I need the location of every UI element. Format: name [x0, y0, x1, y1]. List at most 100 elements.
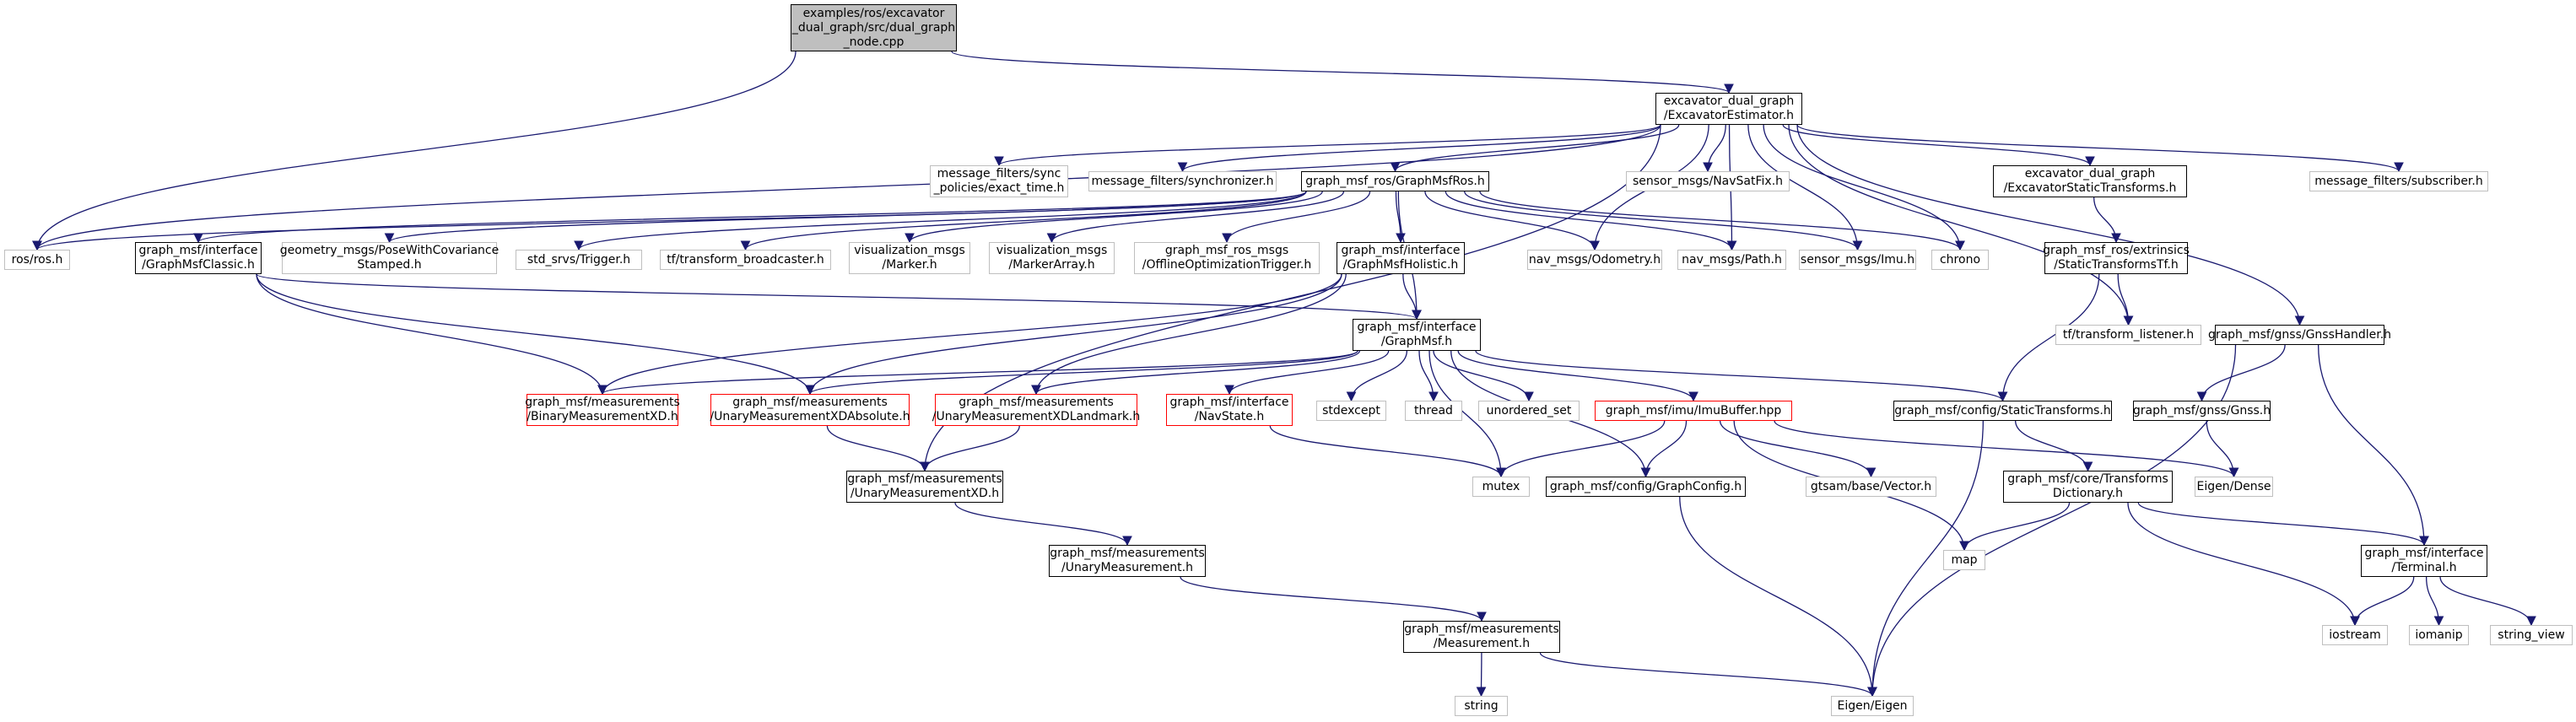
node-navstate-h[interactable]: graph_msf/interface /NavState.h — [1166, 394, 1293, 426]
edge-graph_msf-to-unordered_set — [1433, 350, 1534, 402]
edge-graph_msf-to-navstate — [1224, 350, 1390, 396]
node-graph-config-h[interactable]: graph_msf/config/GraphConfig.h — [1546, 477, 1746, 497]
edge-graph_msf_classic-to-binary_meas — [256, 273, 608, 396]
node-synchronizer-h: message_filters/synchronizer.h — [1088, 171, 1277, 191]
edge-graph_msf_holistic-to-binary_meas — [597, 273, 1342, 396]
node-gnss-h[interactable]: graph_msf/gnss/Gnss.h — [2133, 401, 2271, 421]
node-visualization-marker-h: visualization_msgs /Marker.h — [849, 242, 970, 274]
node-graph-msf-holistic-h[interactable]: graph_msf/interface /GraphMsfHolistic.h — [1337, 242, 1465, 274]
edge-graph_msf_ros-to-imu — [1464, 191, 1863, 251]
edge-graph_msf_ros-to-odometry — [1424, 191, 1600, 251]
edge-terminal-to-string_view — [2439, 576, 2536, 627]
edge-excavator_estimator-to-synchronizer — [1177, 124, 1661, 173]
node-static-transforms-tf-h[interactable]: graph_msf_ros/extrinsics /StaticTransfor… — [2043, 242, 2190, 274]
node-static-transforms-h[interactable]: graph_msf/config/StaticTransforms.h — [1893, 401, 2112, 421]
edge-terminal-to-iomanip — [2425, 576, 2444, 627]
node-trigger-h: std_srvs/Trigger.h — [516, 250, 642, 270]
edge-graph_msf-to-thread — [1418, 350, 1439, 402]
edge-unary_xd-to-unary_meas — [954, 502, 1132, 547]
edge-excavator_estimator-to-graph_msf_ros — [1390, 124, 1680, 173]
edge-imu_buffer-to-gtsam_vector — [1719, 420, 1877, 478]
edge-excavator_estimator-to-subscriber — [1796, 124, 2404, 173]
node-graph-msf-ros-h[interactable]: graph_msf_ros/GraphMsfRos.h — [1301, 171, 1489, 191]
edge-measurement-to-eigen_eigen — [1539, 652, 1877, 698]
node-graph-msf-h[interactable]: graph_msf/interface /GraphMsf.h — [1353, 319, 1481, 351]
edge-transforms_dict-to-map — [1959, 502, 2071, 552]
node-excavator-estimator-h[interactable]: excavator_dual_graph /ExcavatorEstimator… — [1655, 93, 1802, 125]
node-subscriber-h: message_filters/subscriber.h — [2309, 171, 2488, 191]
edge-graph_msf_ros-to-graph_msf_classic — [193, 191, 1307, 244]
edge-terminal-to-iostream — [2350, 576, 2415, 627]
node-measurement-h[interactable]: graph_msf/measurements /Measurement.h — [1403, 621, 1560, 653]
edge-graph_msf-to-imu_buffer — [1457, 350, 1698, 402]
edge-static_transforms_ex-to-static_transforms_tf — [2093, 197, 2121, 244]
node-odometry-h: nav_msgs/Odometry.h — [1527, 250, 1662, 270]
node-unary-measurement-xd-h[interactable]: graph_msf/measurements /UnaryMeasurement… — [846, 471, 1003, 503]
node-binary-measurement-xd-h[interactable]: graph_msf/measurements /BinaryMeasuremen… — [525, 394, 680, 426]
node-path-h: nav_msgs/Path.h — [1677, 250, 1786, 270]
node-iomanip: iomanip — [2409, 625, 2469, 645]
edge-graph_msf_ros-to-trigger — [574, 191, 1307, 251]
edge-graph_msf_holistic-to-unary_landmark — [1031, 273, 1347, 396]
edge-graph_msf_ros-to-marker — [905, 191, 1323, 244]
edge-navstate-to-mutex — [1269, 425, 1506, 478]
edge-excavator_estimator-to-ros_h — [32, 124, 1661, 251]
edge-graph_msf-to-static_transforms — [1475, 350, 2008, 402]
node-gnss-handler-h[interactable]: graph_msf/gnss/GnssHandler.h — [2208, 325, 2391, 345]
node-offline-optimization-trigger-h: graph_msf_ros_msgs /OfflineOptimizationT… — [1134, 242, 1320, 274]
edge-graph_msf_ros-to-chrono — [1479, 191, 1965, 251]
node-graph-msf-classic-h[interactable]: graph_msf/interface /GraphMsfClassic.h — [135, 242, 262, 274]
edge-imu_buffer-to-graph_config — [1640, 420, 1688, 478]
node-map: map — [1943, 550, 1985, 570]
edge-root-to-ros_h — [32, 51, 797, 251]
node-tf-transform-broadcaster-h: tf/transform_broadcaster.h — [660, 250, 831, 270]
edge-excavator_estimator-to-static_transforms_ex — [1782, 124, 2095, 167]
edge-static_transforms_tf-to-tf_listener — [2117, 273, 2134, 326]
edge-imu_buffer-to-mutex — [1496, 420, 1666, 478]
node-unary-measurement-xd-absolute-h[interactable]: graph_msf/measurements /UnaryMeasurement… — [710, 394, 910, 426]
node-navsatfix-h: sensor_msgs/NavSatFix.h — [1626, 171, 1790, 191]
edge-graph_msf_classic-to-unary_abs — [256, 273, 815, 396]
node-unordered-set: unordered_set — [1478, 401, 1580, 421]
node-terminal-h[interactable]: graph_msf/interface /Terminal.h — [2361, 545, 2487, 577]
edge-imu_buffer-to-eigen_dense — [1774, 420, 2239, 478]
edge-graph_msf_classic-to-graph_msf — [256, 273, 1422, 321]
edge-gnss-to-eigen_dense — [2206, 420, 2239, 478]
node-unary-measurement-xd-landmark-h[interactable]: graph_msf/measurements /UnaryMeasurement… — [932, 394, 1140, 426]
edge-static_transforms-to-eigen_eigen — [1867, 420, 1984, 698]
node-eigen-dense: Eigen/Dense — [2195, 477, 2273, 497]
node-unary-measurement-h[interactable]: graph_msf/measurements /UnaryMeasurement… — [1049, 545, 1206, 577]
edge-graph_msf_ros-to-pose_cov — [385, 191, 1307, 244]
node-transforms-dictionary-h[interactable]: graph_msf/core/Transforms Dictionary.h — [2003, 471, 2173, 503]
edge-unary_landmark-to-unary_xd — [920, 425, 1020, 472]
node-ros-h: ros/ros.h — [4, 250, 70, 270]
edge-excavator_estimator-to-chrono — [1763, 124, 1965, 251]
edge-unary_abs-to-unary_xd — [826, 425, 930, 472]
node-chrono: chrono — [1931, 250, 1989, 270]
node-tf-transform-listener-h: tf/transform_listener.h — [2055, 325, 2201, 345]
edge-gnss_handler-to-terminal — [2317, 344, 2429, 547]
node-iostream: iostream — [2322, 625, 2388, 645]
edge-graph_msf_ros-to-graph_msf_holistic — [1395, 191, 1406, 244]
node-dual-graph-node-cpp: examples/ros/excavator _dual_graph/src/d… — [791, 4, 957, 51]
edge-transforms_dict-to-terminal — [2137, 502, 2429, 547]
node-eigen-eigen: Eigen/Eigen — [1831, 696, 1914, 716]
node-imu-buffer-hpp[interactable]: graph_msf/imu/ImuBuffer.hpp — [1595, 401, 1792, 421]
edge-graph_msf-to-binary_meas — [597, 350, 1358, 396]
edge-graph_msf_ros-to-marker_array — [1046, 191, 1345, 244]
node-excavator-static-transforms-h[interactable]: excavator_dual_graph /ExcavatorStaticTra… — [1993, 165, 2187, 197]
edge-graph_msf-to-unary_landmark — [1031, 350, 1360, 396]
node-imu-h: sensor_msgs/Imu.h — [1799, 250, 1916, 270]
edge-unary_meas-to-measurement — [1180, 576, 1487, 622]
edge-root-to-excavator_estimator — [951, 51, 1734, 94]
edge-graph_msf-to-stdexcept — [1346, 350, 1408, 402]
edge-excavator_estimator-to-imu — [1747, 124, 1863, 251]
node-stdexcept: stdexcept — [1316, 401, 1386, 421]
node-thread: thread — [1405, 401, 1462, 421]
edge-graph_msf_ros-to-offline_trigger — [1222, 191, 1371, 244]
edge-graph_msf_holistic-to-unary_abs — [805, 273, 1342, 396]
node-pose-with-covariance-stamped-h: geometry_msgs/PoseWithCovariance Stamped… — [280, 242, 499, 274]
edge-graph_msf_holistic-to-graph_msf — [1402, 273, 1422, 321]
edge-graph_msf_ros-to-ros_h — [32, 191, 1307, 251]
